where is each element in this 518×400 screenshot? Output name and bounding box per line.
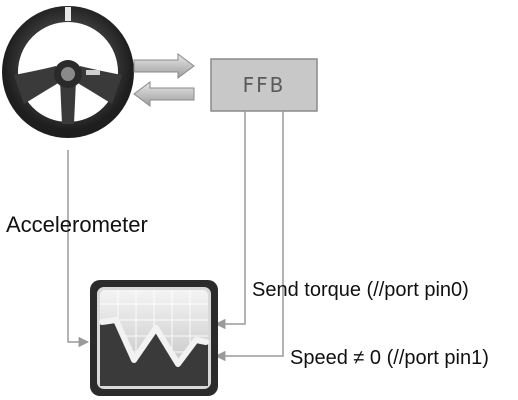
send-torque-connector (214, 111, 246, 330)
connectors (67, 111, 284, 362)
arrow-to-ffb (133, 53, 195, 79)
steering-wheel-icon (2, 6, 134, 138)
ffb-label: FFB (243, 73, 286, 97)
ffb-box: FFB (210, 58, 318, 112)
send-torque-label: Send torque (//port pin0) (252, 279, 469, 301)
speed-label: Speed ≠ 0 (//port pin1) (290, 347, 489, 369)
arrow-to-wheel (133, 81, 195, 107)
accelerometer-connector (67, 150, 90, 348)
accelerometer-label: Accelerometer (6, 212, 148, 237)
speed-connector (214, 111, 284, 362)
monitor-graph-icon (90, 280, 218, 396)
